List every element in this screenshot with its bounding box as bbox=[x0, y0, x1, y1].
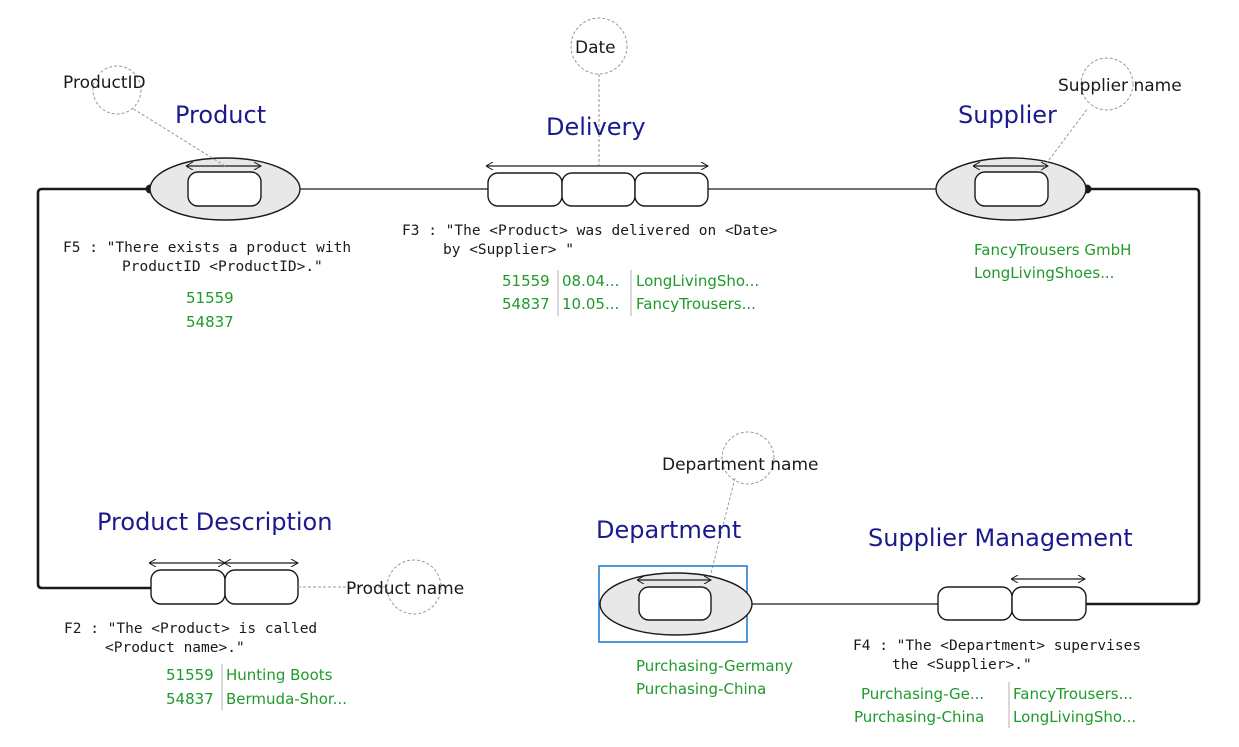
delivery-sample-cell: 10.05... bbox=[562, 295, 619, 313]
delivery-sample-cell: LongLivingSho... bbox=[636, 272, 759, 290]
department-sample: Purchasing-Germany bbox=[636, 657, 793, 675]
supplier-sample: FancyTrousers GmbH bbox=[974, 241, 1131, 259]
product-description-value-label: Product name bbox=[346, 579, 464, 599]
entity-department[interactable]: Department name Department Purchasing-Ge… bbox=[596, 431, 819, 698]
product-fact-line-1: F5 : "There exists a product with bbox=[63, 240, 351, 256]
supplier-management-sample-cell: FancyTrousers... bbox=[1013, 685, 1133, 703]
product-description-sample-cell: Hunting Boots bbox=[226, 666, 333, 684]
department-title: Department bbox=[596, 516, 741, 544]
product-description-sample-cell: 54837 bbox=[166, 690, 214, 708]
entity-supplier[interactable]: Supplier name Supplier FancyTrousers Gmb… bbox=[935, 57, 1182, 282]
department-value-label: Department name bbox=[662, 455, 819, 475]
product-value-label: ProductID bbox=[63, 73, 146, 93]
department-sample: Purchasing-China bbox=[636, 680, 766, 698]
product-sample: 51559 bbox=[186, 289, 234, 307]
delivery-sample-cell: FancyTrousers... bbox=[636, 295, 756, 313]
supplier-title: Supplier bbox=[958, 101, 1057, 129]
product-description-sample-cell: Bermuda-Shor... bbox=[226, 690, 347, 708]
delivery-sample-cell: 51559 bbox=[502, 272, 550, 290]
mandatory-link-product-description bbox=[36, 187, 151, 590]
supplier-management-sample-cell: Purchasing-Ge... bbox=[861, 685, 984, 703]
supplier-management-sample-cell: Purchasing-China bbox=[854, 708, 984, 726]
mandatory-link-supplier-management bbox=[1086, 187, 1201, 606]
delivery-sample-cell: 08.04... bbox=[562, 272, 619, 290]
delivery-sample-cell: 54837 bbox=[502, 295, 550, 313]
product-description-title: Product Description bbox=[97, 508, 332, 536]
product-description-sample-cell: 51559 bbox=[166, 666, 214, 684]
supplier-value-label: Supplier name bbox=[1058, 76, 1182, 96]
product-description-fact-line-2: <Product name>." bbox=[105, 640, 245, 656]
supplier-sample: LongLivingShoes... bbox=[974, 264, 1114, 282]
supplier-management-sample-cell: LongLivingSho... bbox=[1013, 708, 1136, 726]
product-title: Product bbox=[175, 101, 266, 129]
delivery-fact-line-1: F3 : "The <Product> was delivered on <Da… bbox=[402, 223, 778, 239]
supplier-management-fact-line-1: F4 : "The <Department> supervises bbox=[853, 638, 1141, 654]
product-fact-line-2: ProductID <ProductID>." bbox=[122, 259, 323, 275]
fact-product-description[interactable]: Product Description Product name F2 : "T… bbox=[64, 508, 464, 710]
fact-supplier-management[interactable]: Supplier Management F4 : "The <Departmen… bbox=[853, 524, 1141, 728]
fact-delivery[interactable]: Date Delivery F3 : "The <Product> was de… bbox=[402, 17, 778, 316]
supplier-management-fact-line-2: the <Supplier>." bbox=[892, 657, 1032, 673]
product-sample: 54837 bbox=[186, 313, 234, 331]
delivery-title: Delivery bbox=[546, 113, 646, 141]
supplier-management-title: Supplier Management bbox=[868, 524, 1133, 552]
delivery-fact-line-2: by <Supplier> " bbox=[443, 242, 574, 258]
product-description-fact-line-1: F2 : "The <Product> is called bbox=[64, 621, 317, 637]
delivery-value-label: Date bbox=[575, 38, 616, 58]
entity-product[interactable]: ProductID Product F5 : "There exists a p… bbox=[63, 65, 351, 331]
